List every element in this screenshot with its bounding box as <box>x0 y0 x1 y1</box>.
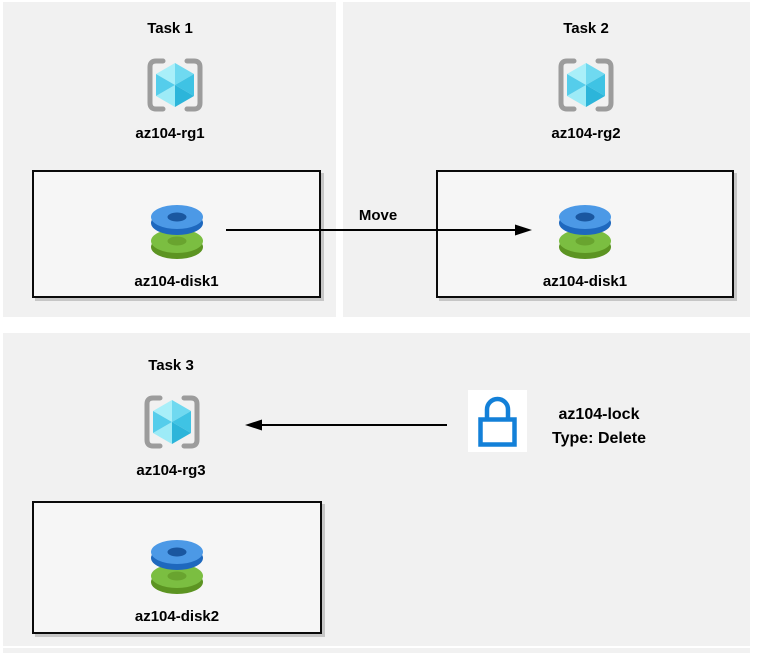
resource-group-icon <box>556 55 616 115</box>
lock-icon <box>468 390 527 452</box>
task1-disk-label: az104-disk1 <box>134 273 219 290</box>
lock-tile <box>468 390 527 452</box>
lock-type: Type: Delete <box>552 430 646 447</box>
task3-resource-group-label: az104-rg3 <box>136 462 206 479</box>
disk-icon <box>151 540 203 594</box>
lock-caption: az104-lock Type: Delete <box>538 403 660 451</box>
lock-name: az104-lock <box>558 406 640 423</box>
task2-title: Task 2 <box>563 20 609 37</box>
cutoff-panel-strip <box>3 648 750 653</box>
task3-disk-box: az104-disk2 <box>32 501 322 634</box>
resource-group-icon <box>142 392 202 452</box>
move-arrow-label: Move <box>358 207 398 224</box>
move-arrow <box>226 224 532 236</box>
lock-arrow <box>245 419 447 431</box>
task1-resource-group-label: az104-rg1 <box>135 125 205 142</box>
task1-title: Task 1 <box>147 20 193 37</box>
resource-group-icon <box>145 55 205 115</box>
task2-disk-box: az104-disk1 <box>436 170 734 298</box>
task3-title: Task 3 <box>148 357 194 374</box>
task1-disk-box: az104-disk1 <box>32 170 321 298</box>
task2-resource-group-label: az104-rg2 <box>551 125 621 142</box>
task3-disk-label: az104-disk2 <box>134 608 220 625</box>
disk-icon <box>150 205 203 259</box>
disk-icon <box>559 205 611 259</box>
task2-disk-label: az104-disk1 <box>542 273 628 290</box>
